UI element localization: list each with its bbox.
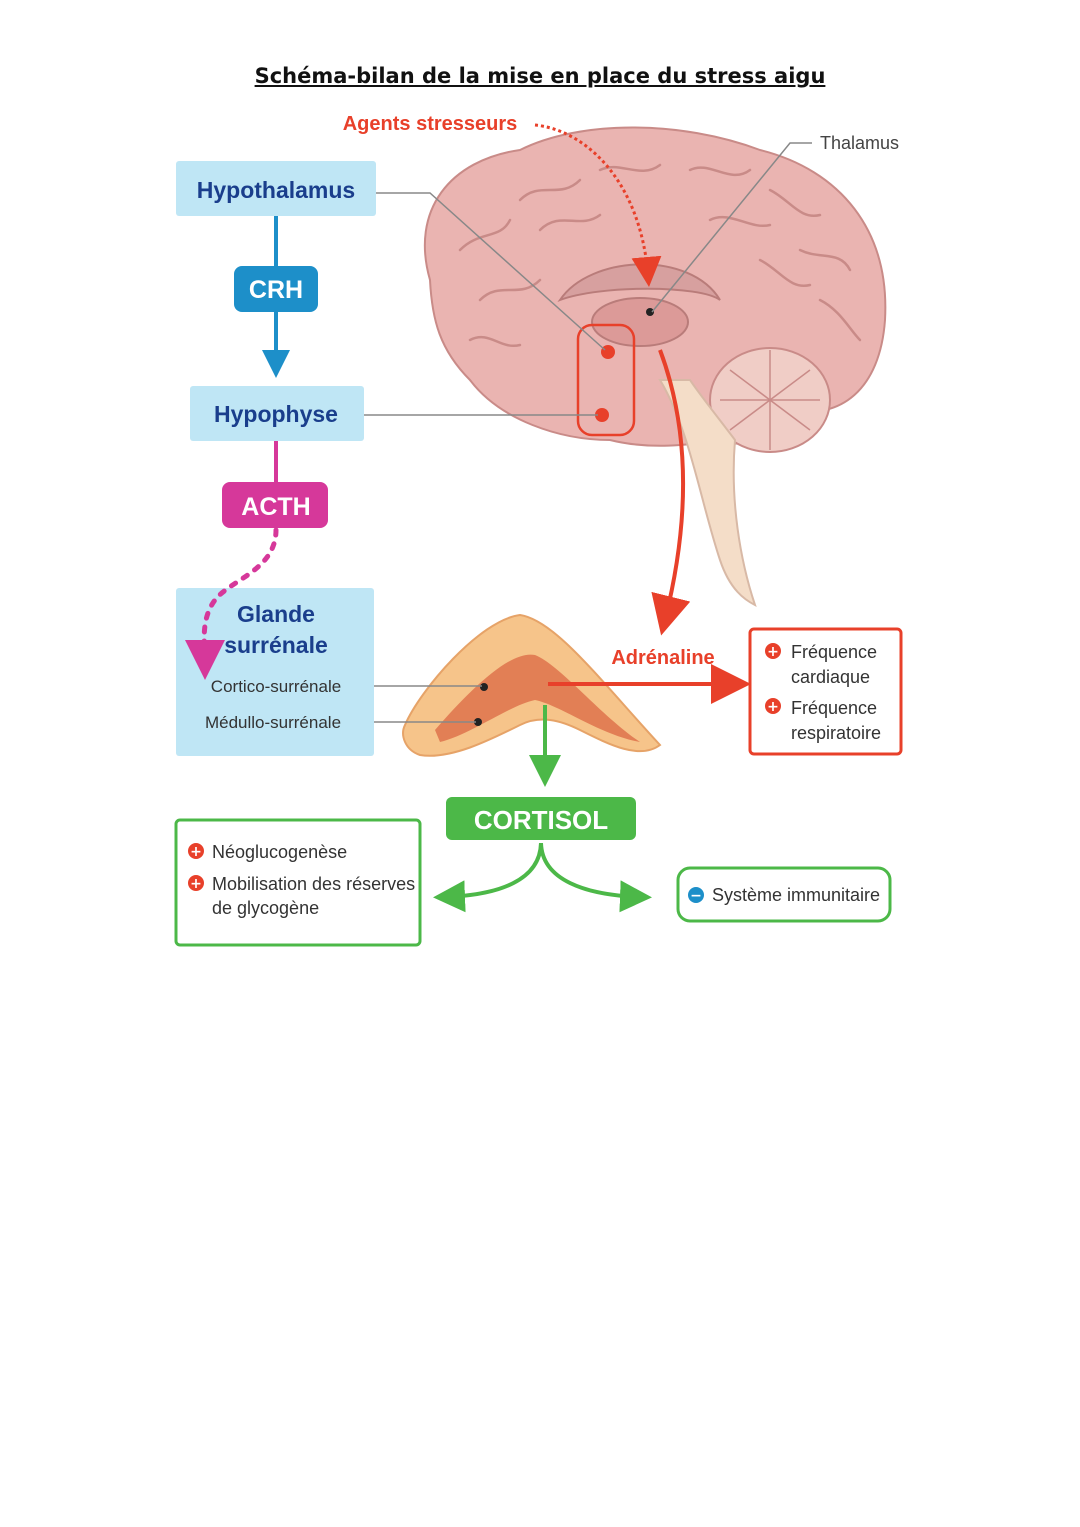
hypophyse-label: Hypophyse — [214, 401, 338, 427]
plus-icon — [765, 698, 781, 714]
cortisol-badge — [446, 797, 636, 840]
glande-box — [176, 588, 374, 756]
frequence-item: + Fréquence cardiaque — [765, 642, 877, 687]
cortisol-right-arrow — [539, 842, 652, 913]
svg-text:de glycogène: de glycogène — [212, 898, 319, 918]
svg-text:+: + — [767, 644, 779, 660]
glucose-item: + Mobilisation des réserves de glycogène — [188, 874, 415, 918]
glande-label-1: Glande — [237, 601, 315, 627]
acth-badge — [222, 482, 328, 528]
svg-text:Fréquence: Fréquence — [791, 642, 877, 662]
stress-diagram: Agents stresseurs Thalamus Hypothalamus … — [174, 113, 903, 947]
plus-icon — [765, 643, 781, 659]
nerve-arrow — [651, 349, 691, 636]
cortisol-label: CORTISOL — [474, 805, 608, 835]
frequence-item: + Fréquence respiratoire — [765, 698, 881, 743]
svg-text:Fréquence: Fréquence — [791, 698, 877, 718]
crh-arrowhead — [262, 350, 290, 378]
adrenaline-label: Adrénaline — [611, 647, 714, 669]
svg-text:Mobilisation des réserves: Mobilisation des réserves — [212, 874, 415, 894]
frequence-box — [748, 627, 903, 756]
svg-text:respiratoire: respiratoire — [791, 723, 881, 743]
agents-arrow — [534, 123, 662, 287]
minus-icon — [688, 887, 704, 903]
page-title: Schéma-bilan de la mise en place du stre… — [254, 64, 826, 88]
cortisol-left-arrow — [433, 842, 543, 913]
svg-text:+: + — [190, 844, 202, 860]
hypothalamus-label: Hypothalamus — [197, 177, 355, 203]
crh-label: CRH — [249, 276, 303, 304]
glande-label-2: surrénale — [224, 632, 328, 658]
hypophyse-box — [190, 386, 364, 441]
acth-label: ACTH — [241, 493, 310, 521]
svg-text:Néoglucogenèse: Néoglucogenèse — [212, 842, 347, 862]
agents-label: Agents stresseurs — [343, 113, 518, 135]
plus-icon — [188, 843, 204, 859]
svg-text:+: + — [767, 699, 779, 715]
acth-dotted-arrow — [184, 527, 279, 680]
hypothalamus-box — [176, 161, 376, 216]
cortico-label: Cortico-surrénale — [211, 677, 341, 696]
crh-badge — [234, 266, 318, 312]
svg-text:+: + — [190, 876, 202, 892]
plus-icon — [188, 875, 204, 891]
immune-label: Système immunitaire — [712, 885, 880, 905]
glucose-item: + Néoglucogenèse — [188, 842, 347, 862]
svg-text:cardiaque: cardiaque — [791, 667, 870, 687]
adrenal-illustration — [402, 613, 662, 757]
glucose-box — [174, 818, 422, 947]
brain-illustration — [423, 126, 887, 607]
immune-box — [676, 866, 892, 923]
svg-text:−: − — [690, 888, 702, 904]
thalamus-label: Thalamus — [820, 133, 899, 153]
medullo-label: Médullo-surrénale — [205, 713, 341, 732]
